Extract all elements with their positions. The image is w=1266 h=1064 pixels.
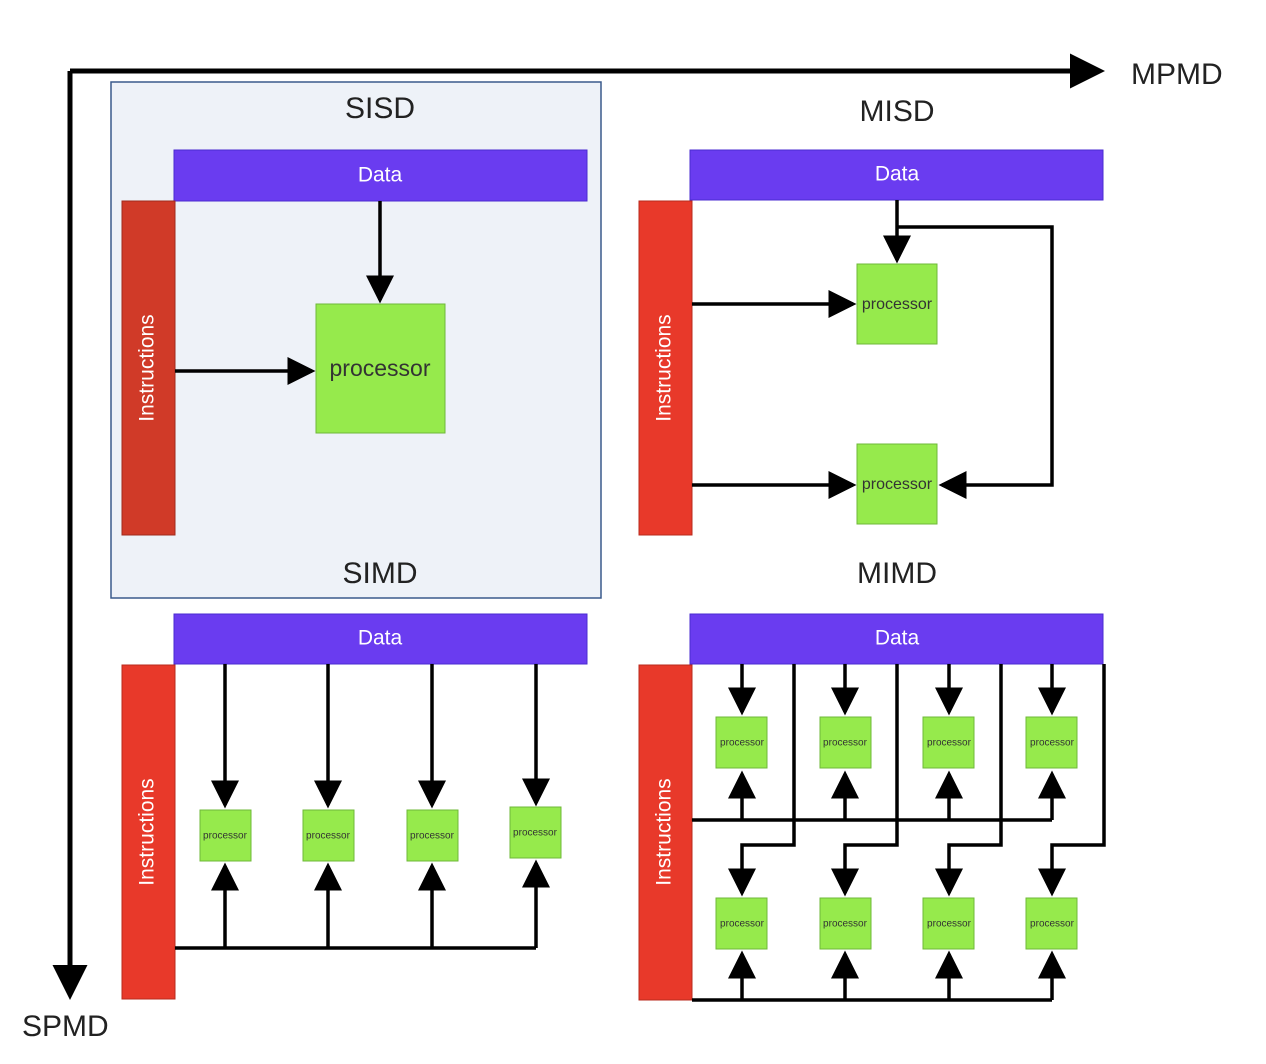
- mimd-processor-bottom-3: [922, 897, 975, 950]
- mimd-processor-bottom-2: [819, 897, 872, 950]
- misd-instructions-label: Instructions: [653, 314, 676, 421]
- simd-data-label: Data: [358, 627, 403, 650]
- simd-processor-4: [509, 806, 562, 859]
- mimd-processor-top-3: [922, 716, 975, 769]
- axes: MPMD SPMD: [22, 53, 1223, 1043]
- misd-processor-bottom: [856, 443, 938, 525]
- sisd-instructions-label: Instructions: [136, 314, 159, 421]
- spmd-label: SPMD: [22, 1010, 109, 1043]
- simd-title: SIMD: [343, 557, 418, 590]
- mimd-data-bar: [689, 613, 1104, 665]
- mimd-title: MIMD: [857, 557, 937, 590]
- mimd-processor-bottom-4-label: processor: [1030, 919, 1075, 930]
- mimd-processor-bottom-2-label: processor: [823, 919, 868, 930]
- sisd-quadrant: SISD Data Instructions processor: [110, 81, 602, 599]
- simd-instructions-bar: [121, 664, 176, 1000]
- mimd-processor-bottom-3-label: processor: [927, 919, 972, 930]
- sisd-data-label: Data: [358, 164, 403, 187]
- misd-data-label: Data: [875, 163, 920, 186]
- sisd-processor-label: processor: [330, 355, 431, 381]
- mimd-processor-top-3-label: processor: [927, 738, 972, 749]
- mimd-processor-top-1: [715, 716, 768, 769]
- simd-processor-3-label: processor: [410, 831, 455, 842]
- mimd-processor-bottom-1-label: processor: [720, 919, 765, 930]
- mimd-data-label: Data: [875, 627, 920, 650]
- mpmd-label: MPMD: [1131, 58, 1223, 91]
- simd-processor-2-label: processor: [306, 831, 351, 842]
- mimd-processor-top-1-label: processor: [720, 738, 765, 749]
- misd-processor-top: [856, 263, 938, 345]
- mimd-data-route-bottom-4: [1038, 664, 1106, 897]
- simd-processor-3: [406, 809, 459, 862]
- misd-processor-top-label: processor: [862, 296, 933, 313]
- sisd-title: SISD: [345, 92, 415, 125]
- mimd-quadrant: MIMD Data Instructions processor process…: [638, 557, 1106, 1002]
- mimd-instructions-bar: [638, 664, 693, 1001]
- mimd-data-route-bottom-1: [728, 664, 796, 897]
- mimd-instructions-label: Instructions: [653, 778, 676, 885]
- mimd-processor-top-4-label: processor: [1030, 738, 1075, 749]
- mimd-processor-top-4: [1025, 716, 1078, 769]
- sisd-instructions-bar: [121, 200, 176, 536]
- mimd-data-route-bottom-2: [831, 664, 899, 897]
- mimd-data-route-bottom-3: [935, 664, 1003, 897]
- misd-instructions-bar: [638, 200, 693, 536]
- mimd-processor-top-2: [819, 716, 872, 769]
- simd-processor-1-label: processor: [203, 831, 248, 842]
- mimd-processor-top-2-label: processor: [823, 738, 868, 749]
- misd-quadrant: MISD Data Instructions processor process…: [638, 95, 1104, 536]
- misd-title: MISD: [860, 95, 935, 128]
- simd-instructions-label: Instructions: [136, 778, 159, 885]
- mimd-processor-bottom-4: [1025, 897, 1078, 950]
- misd-processor-bottom-label: processor: [862, 476, 933, 493]
- simd-processor-4-label: processor: [513, 828, 558, 839]
- sisd-processor: [315, 303, 446, 434]
- mimd-processor-bottom-1: [715, 897, 768, 950]
- simd-quadrant: SIMD Data Instructions processor process…: [121, 557, 588, 1000]
- sisd-data-bar: [173, 149, 588, 202]
- misd-data-bar: [689, 149, 1104, 201]
- simd-processor-1: [199, 809, 252, 862]
- misd-data-arrow-bottom: [897, 225, 1054, 499]
- simd-data-bar: [173, 613, 588, 665]
- simd-processor-2: [302, 809, 355, 862]
